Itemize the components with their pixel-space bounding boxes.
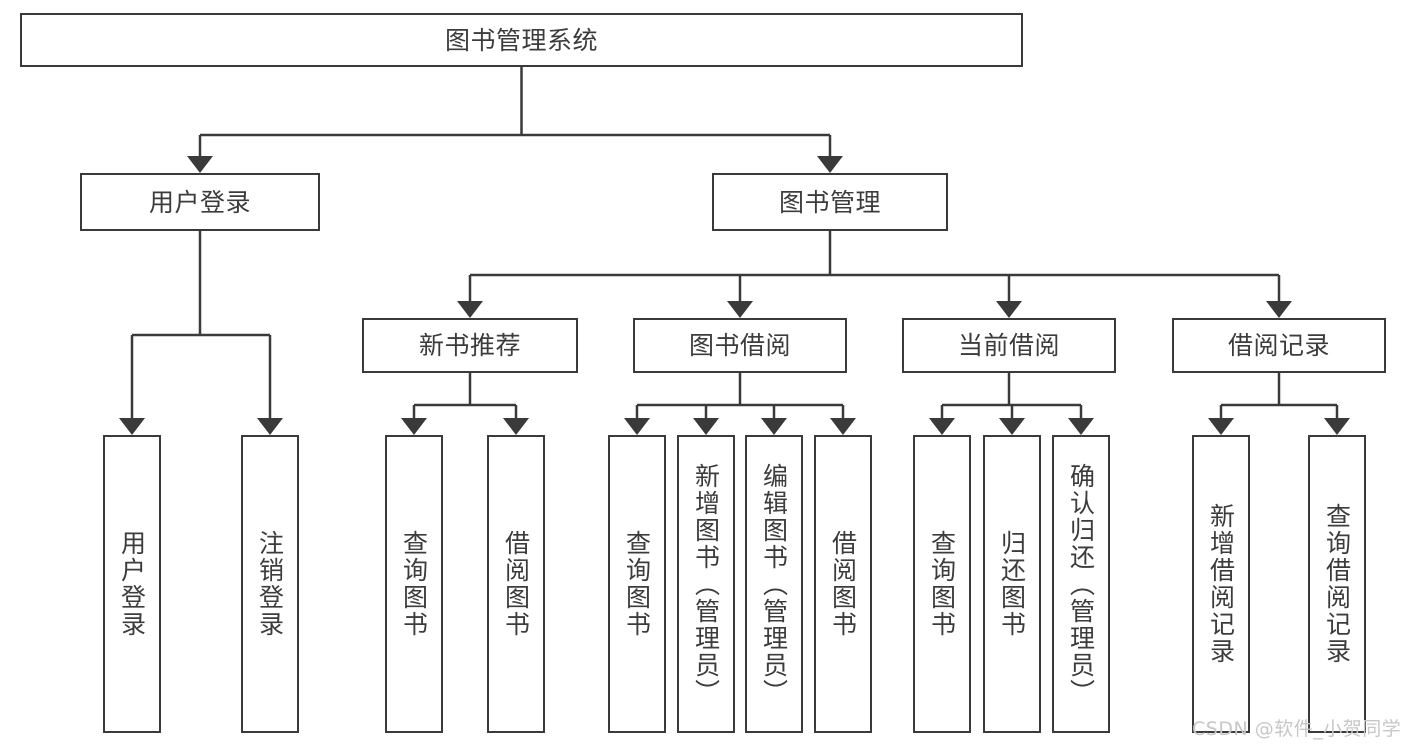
node-newbook-1[interactable]: 查询图书 [385, 435, 443, 733]
node-label-borrow-4: 借阅图书 [828, 530, 858, 638]
node-label-current-1: 查询图书 [927, 530, 957, 638]
node-borrow-2[interactable]: 新增图书（管理员） [677, 435, 735, 733]
node-current-3[interactable]: 确认归还（管理员） [1052, 435, 1110, 733]
arrow-head-borrow-3 [761, 418, 787, 435]
node-current[interactable]: 当前借阅 [902, 318, 1116, 373]
node-records-1[interactable]: 新增借阅记录 [1192, 435, 1250, 733]
arrow-head-current-2 [999, 418, 1025, 435]
node-records-2[interactable]: 查询借阅记录 [1308, 435, 1366, 733]
node-label-login: 用户登录 [148, 187, 251, 217]
node-label-borrow-1: 查询图书 [622, 530, 652, 638]
node-label-records-1: 新增借阅记录 [1206, 503, 1236, 665]
node-label-borrow: 图书借阅 [688, 331, 791, 360]
node-current-1[interactable]: 查询图书 [913, 435, 971, 733]
node-bookmgmt[interactable]: 图书管理 [712, 173, 948, 231]
node-root[interactable]: 图书管理系统 [20, 13, 1023, 67]
arrow-head-records [1266, 301, 1292, 318]
node-label-bookmgmt: 图书管理 [778, 187, 881, 217]
node-borrow-1[interactable]: 查询图书 [608, 435, 666, 733]
arrow-head-borrow-4 [830, 418, 856, 435]
node-newbook[interactable]: 新书推荐 [362, 318, 578, 373]
node-login-1[interactable]: 用户登录 [103, 435, 161, 733]
node-records[interactable]: 借阅记录 [1172, 318, 1386, 373]
arrow-head-newbook [457, 301, 483, 318]
arrow-head-bookmgmt [817, 156, 843, 173]
arrow-head-borrow [727, 301, 753, 318]
arrow-head-borrow-1 [624, 418, 650, 435]
arrow-head-borrow-2 [693, 418, 719, 435]
node-newbook-2[interactable]: 借阅图书 [487, 435, 545, 733]
arrow-head-current [996, 301, 1022, 318]
node-borrow-4[interactable]: 借阅图书 [814, 435, 872, 733]
node-label-root: 图书管理系统 [444, 25, 598, 55]
watermark-text: CSDN @软件_小贺同学 [1192, 718, 1402, 740]
node-label-newbook-2: 借阅图书 [501, 530, 531, 638]
node-label-records: 借阅记录 [1227, 331, 1330, 360]
node-label-current: 当前借阅 [957, 331, 1060, 360]
arrow-head-current-3 [1068, 418, 1094, 435]
arrow-head-records-1 [1208, 418, 1234, 435]
arrow-head-login [187, 156, 213, 173]
arrow-head-login-1 [119, 418, 145, 435]
node-login-2[interactable]: 注销登录 [241, 435, 299, 733]
node-current-2[interactable]: 归还图书 [983, 435, 1041, 733]
node-label-records-2: 查询借阅记录 [1322, 503, 1352, 665]
node-borrow[interactable]: 图书借阅 [633, 318, 847, 373]
arrow-head-login-2 [257, 418, 283, 435]
arrow-head-records-2 [1324, 418, 1350, 435]
arrow-head-newbook-1 [401, 418, 427, 435]
node-label-newbook: 新书推荐 [418, 331, 521, 360]
node-label-current-2: 归还图书 [997, 530, 1027, 638]
node-label-newbook-1: 查询图书 [399, 530, 429, 638]
node-label-borrow-3: 编辑图书（管理员） [759, 462, 789, 706]
node-label-login-2: 注销登录 [255, 530, 285, 638]
node-label-login-1: 用户登录 [117, 530, 147, 638]
node-label-current-3: 确认归还（管理员） [1066, 462, 1096, 706]
arrow-head-current-1 [929, 418, 955, 435]
node-login[interactable]: 用户登录 [80, 173, 320, 231]
node-borrow-3[interactable]: 编辑图书（管理员） [745, 435, 803, 733]
arrow-head-newbook-2 [503, 418, 529, 435]
node-label-borrow-2: 新增图书（管理员） [691, 462, 721, 706]
